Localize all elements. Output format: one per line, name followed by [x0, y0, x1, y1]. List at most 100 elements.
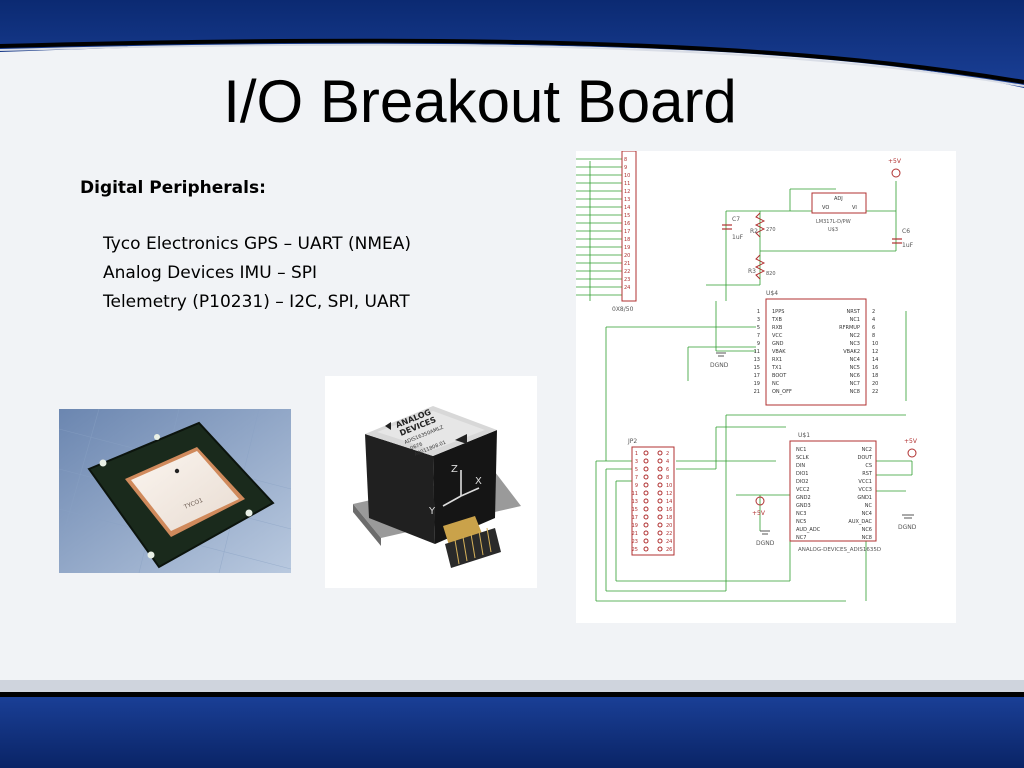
u4-pin-number: 22 — [872, 389, 878, 395]
u4-pin-number: 15 — [754, 365, 760, 371]
jp2-pin-icon — [657, 474, 663, 480]
vplus-left-label: +5V — [752, 510, 766, 517]
header-pin-label: 23 — [624, 277, 630, 283]
u4-pin-number: 18 — [872, 373, 878, 379]
vplus-right-label: +5V — [904, 438, 918, 445]
u1-pin-label: NC7 — [796, 535, 806, 541]
bottom-banner — [0, 680, 1024, 768]
u1-pin-label: GND2 — [796, 495, 811, 501]
c7-ref-label: C7 — [732, 216, 740, 223]
u4-pin-label: ON_OFF — [772, 389, 792, 395]
u4-pin-label: NRST — [847, 309, 861, 315]
u4-pin-number: 11 — [754, 349, 760, 355]
c6-value-label: 1uF — [902, 242, 914, 249]
u4-pin-label: NC1 — [850, 317, 860, 323]
dgnd-label-1: DGND — [710, 362, 729, 369]
jp2-pin-number: 12 — [666, 491, 672, 497]
power-symbol-icon — [891, 168, 901, 178]
jp2-pin-number: 16 — [666, 507, 672, 513]
jp2-pin-icon — [643, 474, 649, 480]
u4-pin-label: TXB — [771, 317, 782, 323]
c6-ref-label: C6 — [902, 228, 910, 235]
jp2-pin-icon — [657, 498, 663, 504]
header-pin-label: 10 — [624, 173, 630, 179]
u4-pin-label: TX1 — [771, 365, 782, 371]
u4-pin-label: NC4 — [850, 357, 860, 363]
imu-part-line2: 0676 — [410, 442, 424, 452]
list-item-telemetry: Telemetry (P10231) – I2C, SPI, UART — [103, 292, 410, 312]
ground-symbol-icon — [716, 352, 726, 357]
page-title: I/O Breakout Board — [223, 68, 737, 135]
jp2-pin-number: 21 — [632, 531, 638, 537]
jp2-pin-number: 22 — [666, 531, 672, 537]
jp2-pin-number: 24 — [666, 539, 672, 545]
jp2-pin-number: 1 — [635, 451, 638, 457]
jp2-pin-number: 20 — [666, 523, 672, 529]
reg-name-label: LM317L-D/PW — [816, 219, 851, 225]
jp2-pin-icon — [643, 490, 649, 496]
reg-adj-label: ADJ — [834, 196, 843, 202]
u1-pin-label: VCC1 — [858, 479, 872, 485]
header-pin-label: 16 — [624, 221, 630, 227]
jp2-pin-number: 23 — [632, 539, 638, 545]
jp2-pin-number: 4 — [666, 459, 669, 465]
jp2-pin-icon — [643, 458, 649, 464]
u4-pin-label: NC8 — [850, 389, 860, 395]
u1-pin-label: NC4 — [862, 511, 872, 517]
u4-pin-label: NC2 — [850, 333, 860, 339]
jp2-pin-icon — [643, 546, 649, 552]
jp2-pin-number: 11 — [632, 491, 638, 497]
r3-value-label: 820 — [766, 271, 776, 277]
u1-ref-label: U$1 — [798, 432, 810, 439]
u1-pin-label: NC8 — [862, 535, 872, 541]
u1-pin-label: NC1 — [796, 447, 806, 453]
content-block: Digital Peripherals: Tyco Electronics GP… — [80, 178, 520, 321]
jp2-pin-icon — [657, 482, 663, 488]
u4-pin-number: 9 — [757, 341, 760, 347]
u1-pin-label: DIN — [796, 463, 805, 469]
u1-pin-label: VCC3 — [858, 487, 872, 493]
u4-pin-number: 12 — [872, 349, 878, 355]
u4-pin-number: 2 — [872, 309, 875, 315]
axis-x-label: X — [475, 476, 482, 487]
u4-pin-label: RFRMUP — [839, 325, 860, 331]
u1-pin-label: NC — [865, 503, 873, 509]
jp2-pin-icon — [643, 450, 649, 456]
u4-pin-number: 7 — [757, 333, 760, 339]
axis-y-label: Y — [428, 506, 436, 517]
gps-module-image: TYCO1 — [59, 409, 291, 573]
u4-pin-number: 19 — [754, 381, 760, 387]
dgnd-label-2: DGND — [898, 524, 917, 531]
u1-name-label: ANALOG-DEVICES_ADIS1635D — [798, 547, 881, 553]
list-item-imu: Analog Devices IMU – SPI — [103, 263, 318, 283]
u1-pin-label: DOUT — [858, 455, 873, 461]
u1-pin-label: DIO1 — [796, 471, 808, 477]
header-pin-label: 15 — [624, 213, 630, 219]
u4-pin-label: NC6 — [850, 373, 860, 379]
header-pin-label: 12 — [624, 189, 630, 195]
vplus-top-label: +5V — [888, 158, 902, 165]
jp2-pin-icon — [657, 514, 663, 520]
jp2-pin-number: 15 — [632, 507, 638, 513]
u4-pin-number: 4 — [872, 317, 875, 323]
u4-pin-number: 14 — [872, 357, 878, 363]
analog-devices-logo-icon — [385, 422, 391, 430]
jp2-pin-icon — [657, 450, 663, 456]
jp2-pin-icon — [643, 514, 649, 520]
header-pin-label: 9 — [624, 165, 627, 171]
axis-z-label: Z — [451, 464, 458, 475]
ground-symbol-right-icon — [902, 514, 914, 519]
section-heading: Digital Peripherals: — [80, 178, 266, 198]
jp2-pin-number: 7 — [635, 475, 638, 481]
jp2-pin-icon — [643, 506, 649, 512]
header-pin-label: 24 — [624, 285, 630, 291]
power-symbol-left-icon — [755, 496, 765, 506]
jp2-pin-icon — [657, 506, 663, 512]
u4-pin-label: VCC — [772, 333, 783, 339]
axis-arrows-icon — [442, 470, 480, 507]
header-pin-label: 18 — [624, 237, 630, 243]
u1-pin-label: AUX_DAC — [848, 519, 872, 525]
u1-pin-label: AUD_ADC — [796, 527, 821, 533]
u4-pin-label: NC3 — [850, 341, 860, 347]
